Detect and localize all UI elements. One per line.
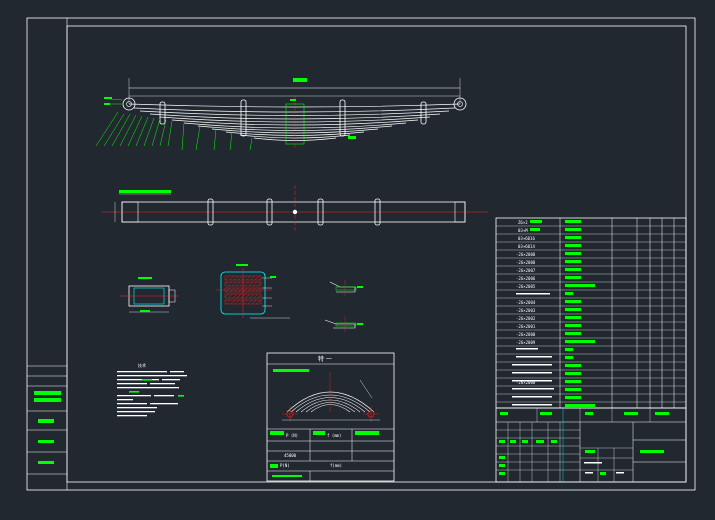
notes-title: 技术 [138, 362, 146, 368]
outer-border [26, 17, 696, 491]
bushing-detail [120, 277, 178, 313]
bom-row-10: -26×2003 [516, 308, 536, 313]
bom-row-7: -26×2006 [516, 276, 536, 281]
bom-row-3: 03+6014 [518, 244, 535, 249]
bom-row-2: 03+6016 [518, 236, 535, 241]
spring-elevation-view [95, 78, 467, 151]
bom-row-12: -26×2001 [516, 324, 536, 329]
spec-cell-3: 45000 [284, 453, 297, 458]
bom-row-5: -26×2008 [516, 260, 536, 265]
bom-row-6: -26×2007 [516, 268, 536, 273]
left-title-strip [27, 365, 67, 475]
bom-row-15: -26×2008 [516, 380, 536, 385]
technical-notes: 技术 [117, 362, 187, 417]
bom-row-13: -26×2000 [516, 332, 536, 337]
spec-cell-5: P(N) [280, 463, 290, 468]
end-details [324, 280, 363, 332]
bom-row-8: -26×2005 [516, 284, 536, 289]
spec-cell-9: f(mm) [330, 463, 342, 468]
clip-section-detail [216, 264, 290, 319]
spring-plan-view [102, 185, 488, 232]
bom-row-11: -26×2002 [516, 316, 536, 321]
bom-table: Z6×2 03+M 03+6016 03+6014 -26×2008 -26×2… [495, 217, 687, 409]
bom-row-4: -26×2008 [516, 252, 536, 257]
title-block [495, 407, 687, 483]
inner-border [66, 25, 687, 483]
spec-table: 特 一 P (N) f (mm) 4500 [266, 352, 395, 482]
spec-table-title: 特 一 [318, 355, 332, 363]
spec-cell-0: P (N) [286, 433, 298, 438]
bom-row-1: 03+M [518, 228, 528, 233]
bom-row-14: -26×2009 [516, 340, 536, 345]
bom-row-9: -26×2004 [516, 300, 536, 305]
spec-cell-1: f (mm) [327, 433, 341, 438]
bom-row-0: Z6×2 [518, 220, 528, 225]
